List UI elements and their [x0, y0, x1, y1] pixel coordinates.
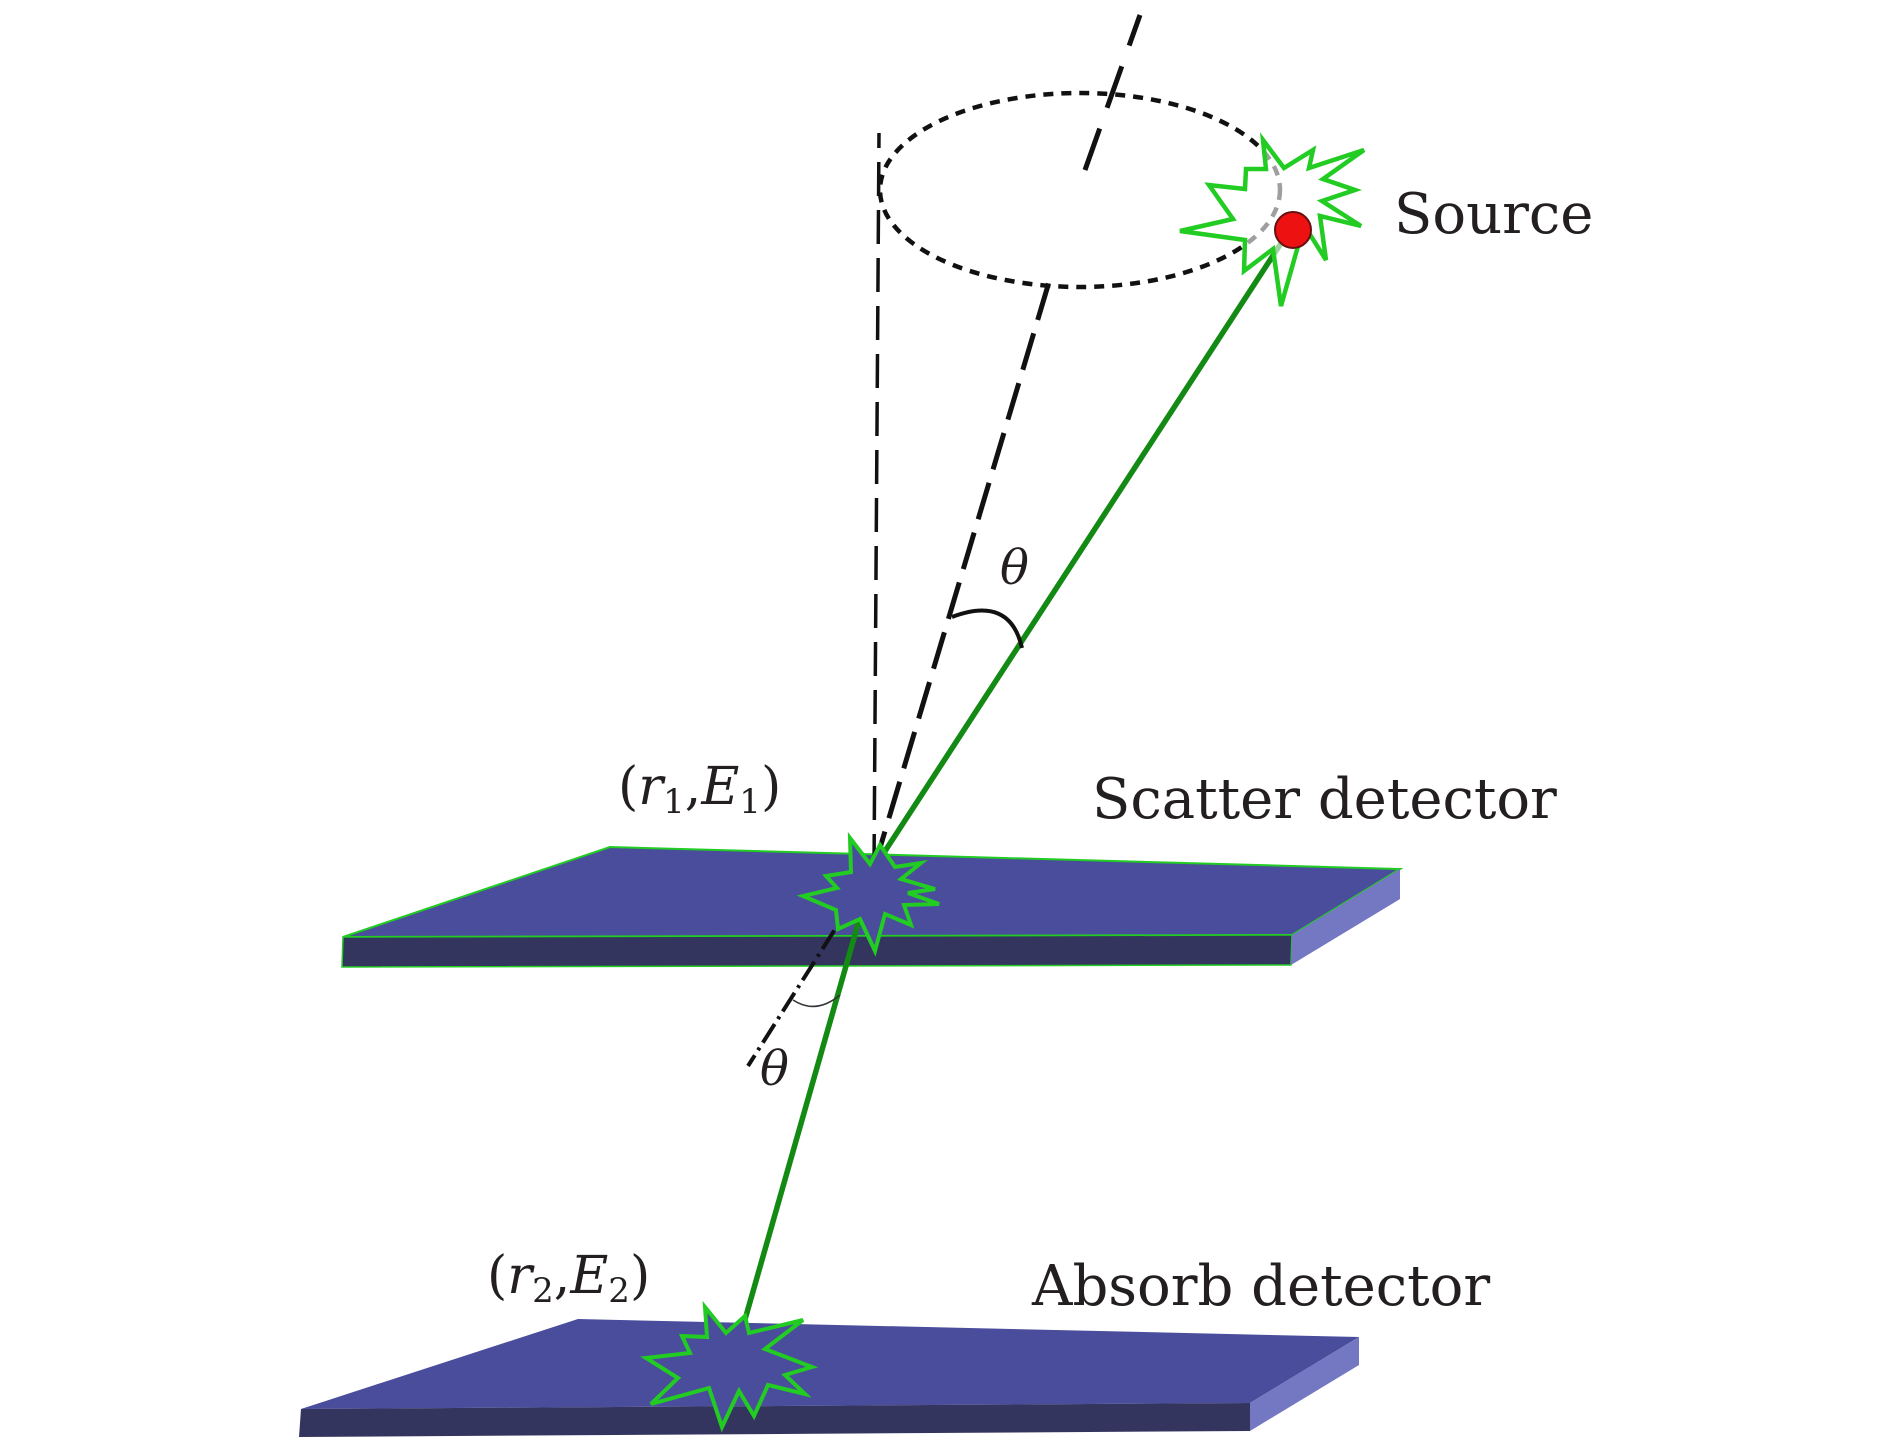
coord1-e-sub: 1	[739, 782, 761, 822]
coord1-e: E	[700, 757, 739, 817]
theta-lower-label: θ	[760, 1041, 789, 1097]
cone-axis-extension	[1082, 14, 1143, 171]
coord2-e: E	[569, 1246, 608, 1306]
theta-lower-arc	[792, 994, 841, 1008]
scatter-coordinate-label: (r1,E1)	[618, 757, 781, 822]
absorb-detector-top-face	[301, 1319, 1359, 1409]
theta-upper-label: θ	[1000, 540, 1029, 596]
coord1-r-sub: 1	[663, 782, 685, 822]
coord2-r-sub: 2	[532, 1271, 554, 1311]
source-point	[1274, 211, 1312, 249]
ray-source-to-scatter	[871, 228, 1292, 871]
coord2-open: (	[487, 1246, 507, 1306]
source-label: Source	[1394, 182, 1593, 247]
scatter-detector-front-face	[341, 934, 1293, 968]
coord2-sep: ,	[554, 1246, 571, 1306]
scatter-burst-icon	[796, 831, 940, 957]
coord2-close: )	[630, 1246, 650, 1306]
source-burst-icon	[1179, 132, 1366, 307]
coord2-r: r	[507, 1246, 535, 1306]
absorb-coordinate-label: (r2,E2)	[487, 1246, 650, 1311]
absorb-detector-plate	[299, 1319, 1359, 1437]
absorb-detector-side-face	[1250, 1337, 1359, 1431]
scatter-detector-label: Scatter detector	[1092, 767, 1557, 832]
ray-scatter-to-absorb	[729, 865, 877, 1368]
absorb-burst-icon	[640, 1300, 819, 1433]
absorb-detector-front-face	[299, 1403, 1250, 1437]
scatter-detector-plate	[341, 845, 1404, 968]
coord1-open: (	[618, 757, 638, 817]
scatter-detector-side-face	[1291, 869, 1400, 965]
coord2-e-sub: 2	[608, 1271, 630, 1311]
theta-upper-arc	[951, 608, 1024, 649]
gamma-ray-path	[729, 228, 1292, 1368]
coord1-r: r	[638, 757, 666, 817]
coord1-close: )	[761, 757, 781, 817]
cone-left-edge	[872, 132, 881, 869]
coord1-sep: ,	[685, 757, 702, 817]
absorb-detector-label: Absorb detector	[1031, 1254, 1490, 1319]
